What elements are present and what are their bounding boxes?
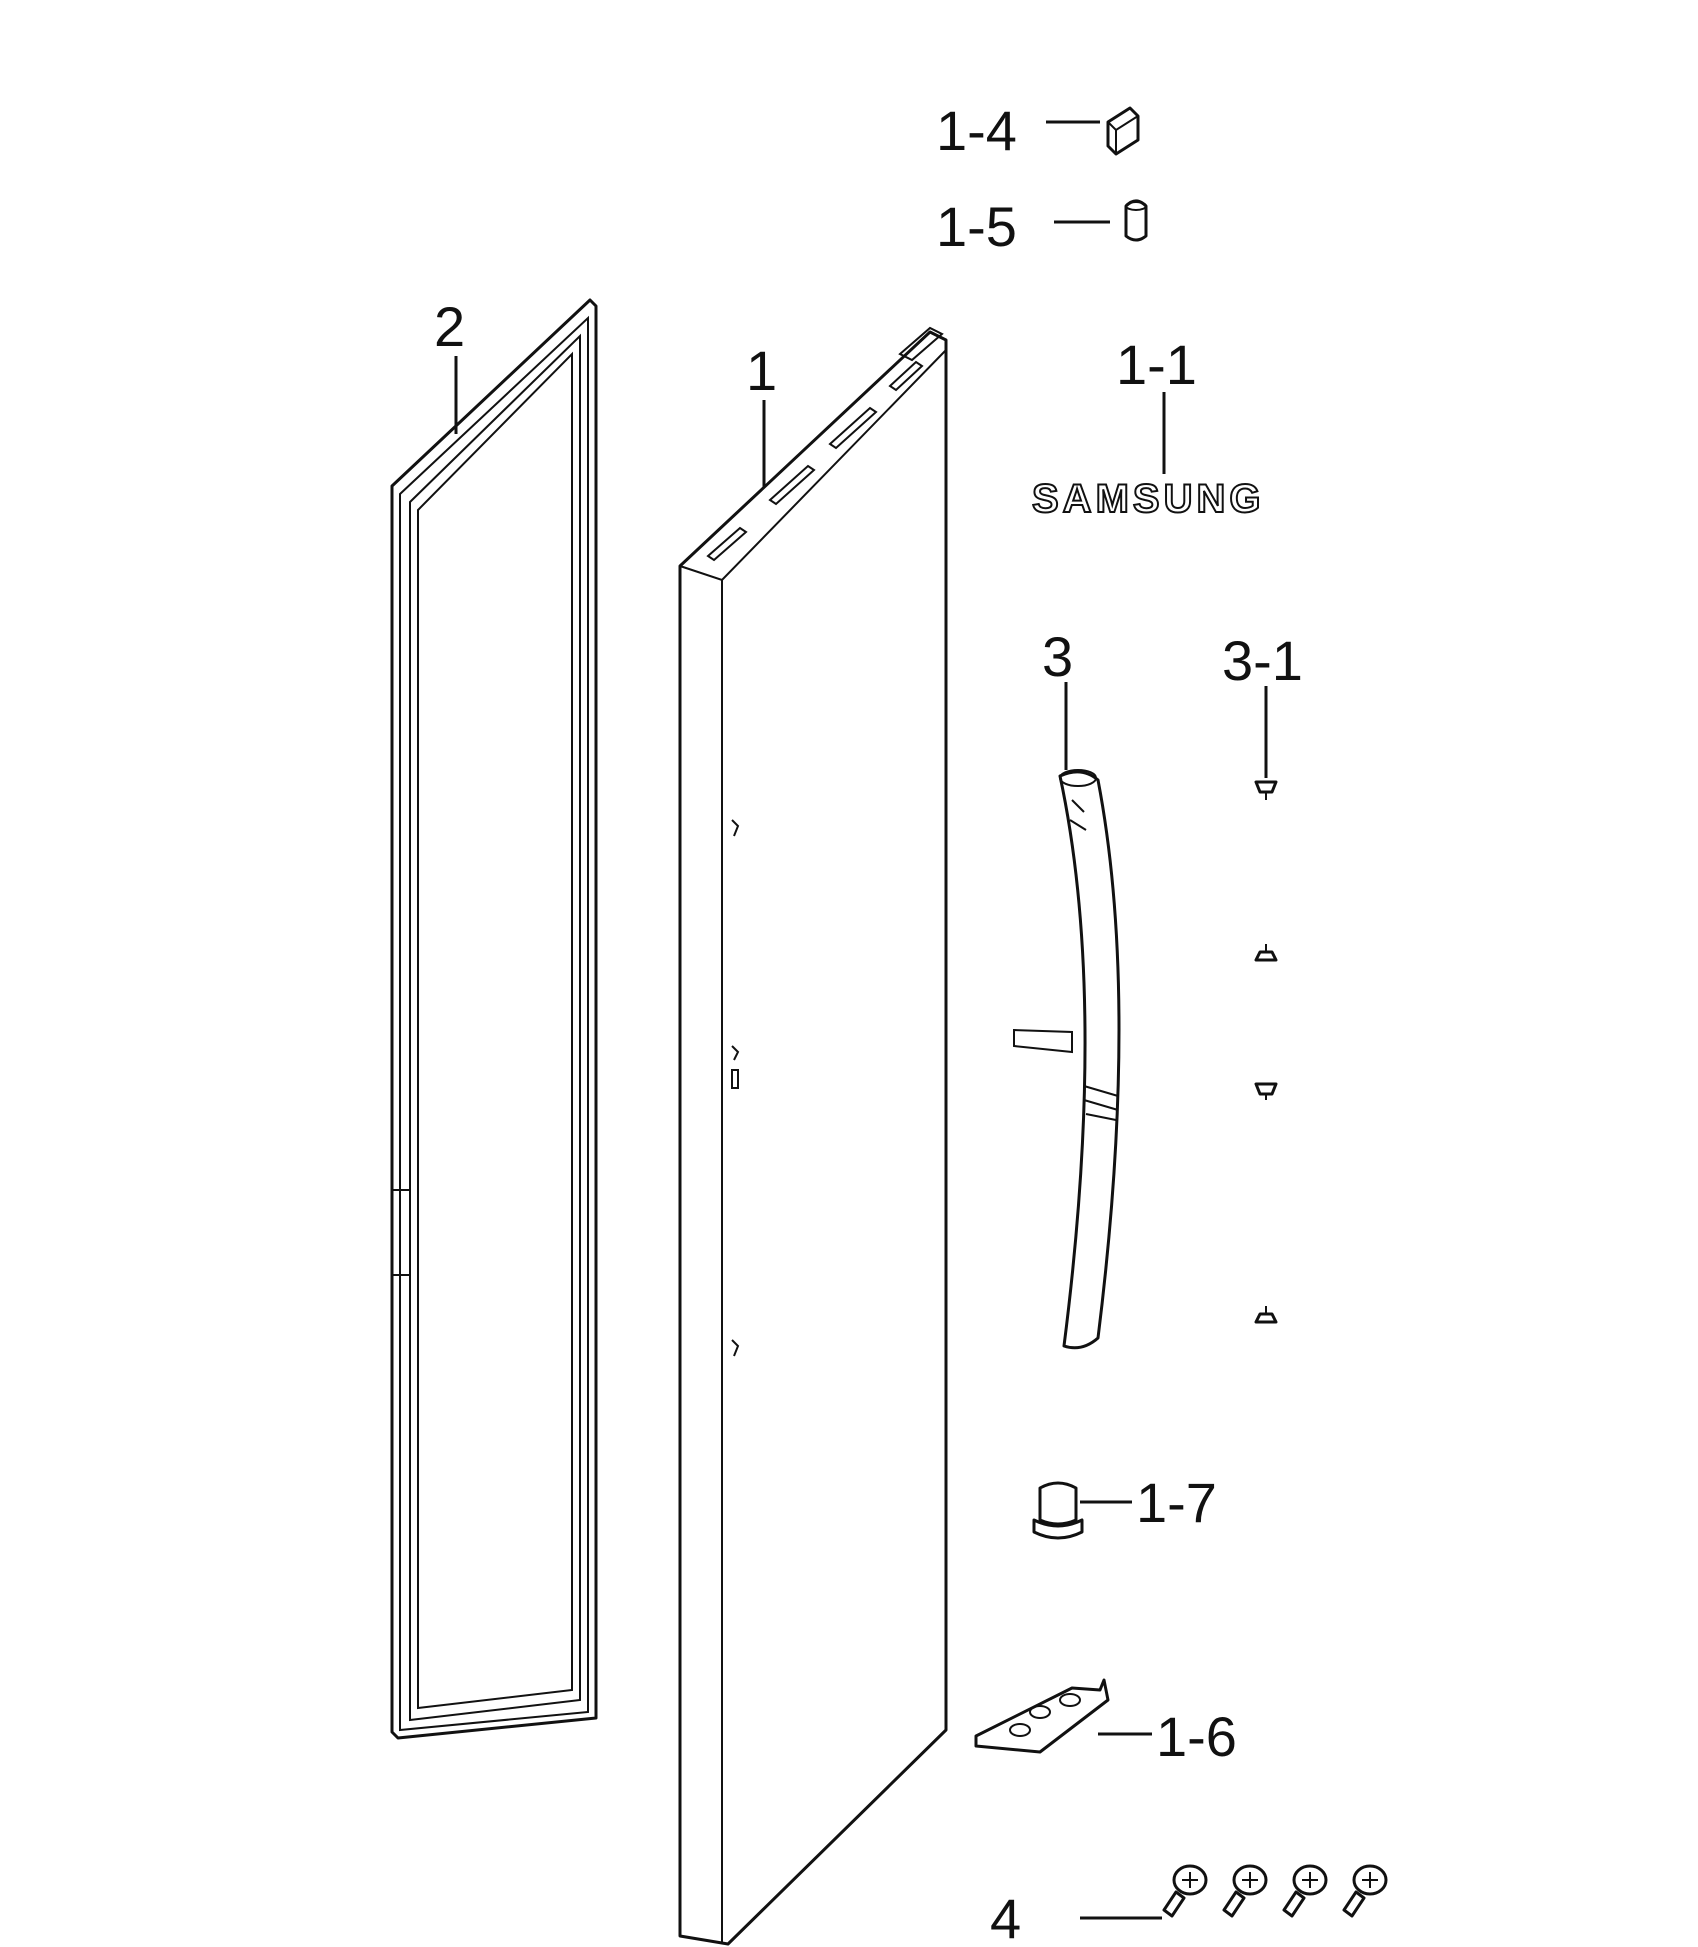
callout-1: 1 [746,339,777,402]
callout-1-5: 1-5 [936,195,1017,258]
door-handle [1013,769,1121,1350]
handle-screw-set [1254,780,1278,1324]
callout-1-4: 1-4 [936,99,1017,162]
callout-1-7: 1-7 [1136,1471,1217,1534]
hinge-screw [1282,1864,1328,1918]
hinge-screw [1222,1864,1268,1918]
part-4-screw-set [1162,1864,1388,1918]
callout-2: 2 [434,295,465,358]
samsung-logo-emblem: SAMSUNG [1031,476,1264,522]
part-1-6-hinge-bracket [974,1678,1110,1754]
callout-1-1: 1-1 [1116,333,1197,396]
samsung-logo-text: SAMSUNG [1032,477,1264,521]
part-1-7-bushing [1032,1481,1084,1540]
handle-screw [1254,1082,1278,1100]
handle-screw [1254,780,1278,800]
hinge-screw [1162,1864,1208,1918]
part-1-4-block [1106,106,1140,156]
callout-labels: 1-4 1-5 2 1 1-1 3 3-1 1-7 1-6 4 [434,99,1303,1947]
callout-3-1: 3-1 [1222,629,1303,692]
leader-lines [454,120,1268,1920]
callout-3: 3 [1042,625,1073,688]
handle-screw [1254,1306,1278,1324]
callout-1-6: 1-6 [1156,1705,1237,1768]
door-gasket [390,298,598,1740]
handle-screw [1254,944,1278,962]
callout-4: 4 [990,1887,1021,1947]
part-1-5-cap [1124,199,1148,242]
hinge-screw [1342,1864,1388,1918]
refrigerator-door [678,326,948,1946]
